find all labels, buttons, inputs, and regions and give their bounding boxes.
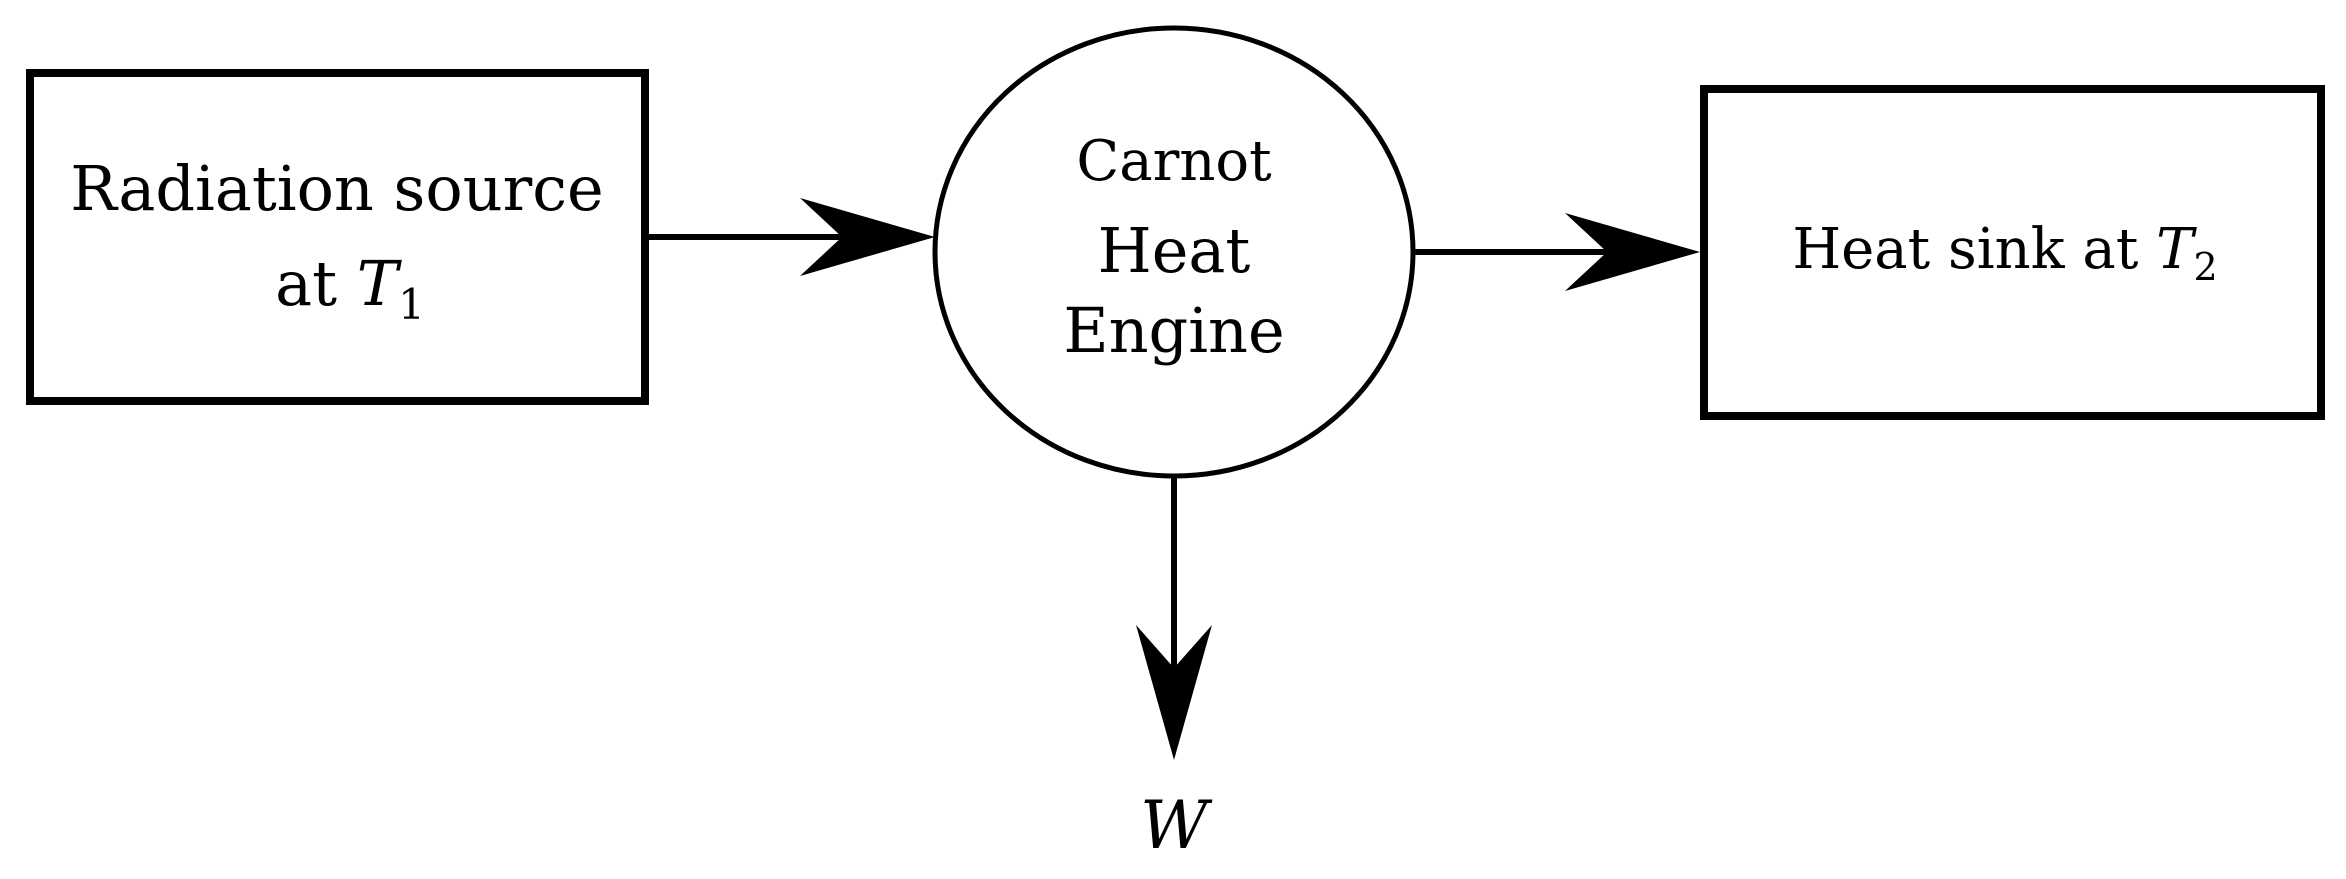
heat-sink-label: Heat sink at T2	[1792, 217, 2217, 289]
heat-sink-prefix: Heat sink at	[1792, 217, 2156, 282]
engine-label-line1: Carnot	[1076, 129, 1272, 194]
engine-label-line3: Engine	[1063, 294, 1284, 367]
arrow-engine-to-work	[1136, 476, 1212, 760]
arrow-source-to-engine	[645, 198, 935, 276]
heat-sink-node: Heat sink at T2	[1700, 85, 2325, 420]
radiation-source-at: at	[275, 247, 357, 320]
radiation-source-node: Radiation source at T1	[26, 69, 649, 405]
radiation-source-temp-subscript: 1	[398, 280, 425, 329]
arrow-engine-to-sink	[1413, 213, 1700, 291]
carnot-engine-node: Carnot Heat Engine	[932, 25, 1416, 479]
radiation-source-box	[26, 69, 649, 405]
radiation-source-line2: at T1	[275, 247, 425, 329]
work-label: W	[1140, 787, 1213, 864]
engine-label-line2: Heat	[1098, 214, 1251, 287]
heat-sink-temp-subscript: 2	[2193, 245, 2217, 289]
arrow-source-to-engine-head	[800, 198, 935, 276]
heat-sink-temp: T	[2156, 217, 2197, 282]
radiation-source-line1: Radiation source	[70, 152, 603, 225]
arrow-engine-to-work-head	[1136, 625, 1212, 760]
radiation-source-temp: T	[357, 247, 403, 320]
heat-sink-box	[1700, 85, 2325, 420]
arrow-engine-to-sink-head	[1565, 213, 1700, 291]
